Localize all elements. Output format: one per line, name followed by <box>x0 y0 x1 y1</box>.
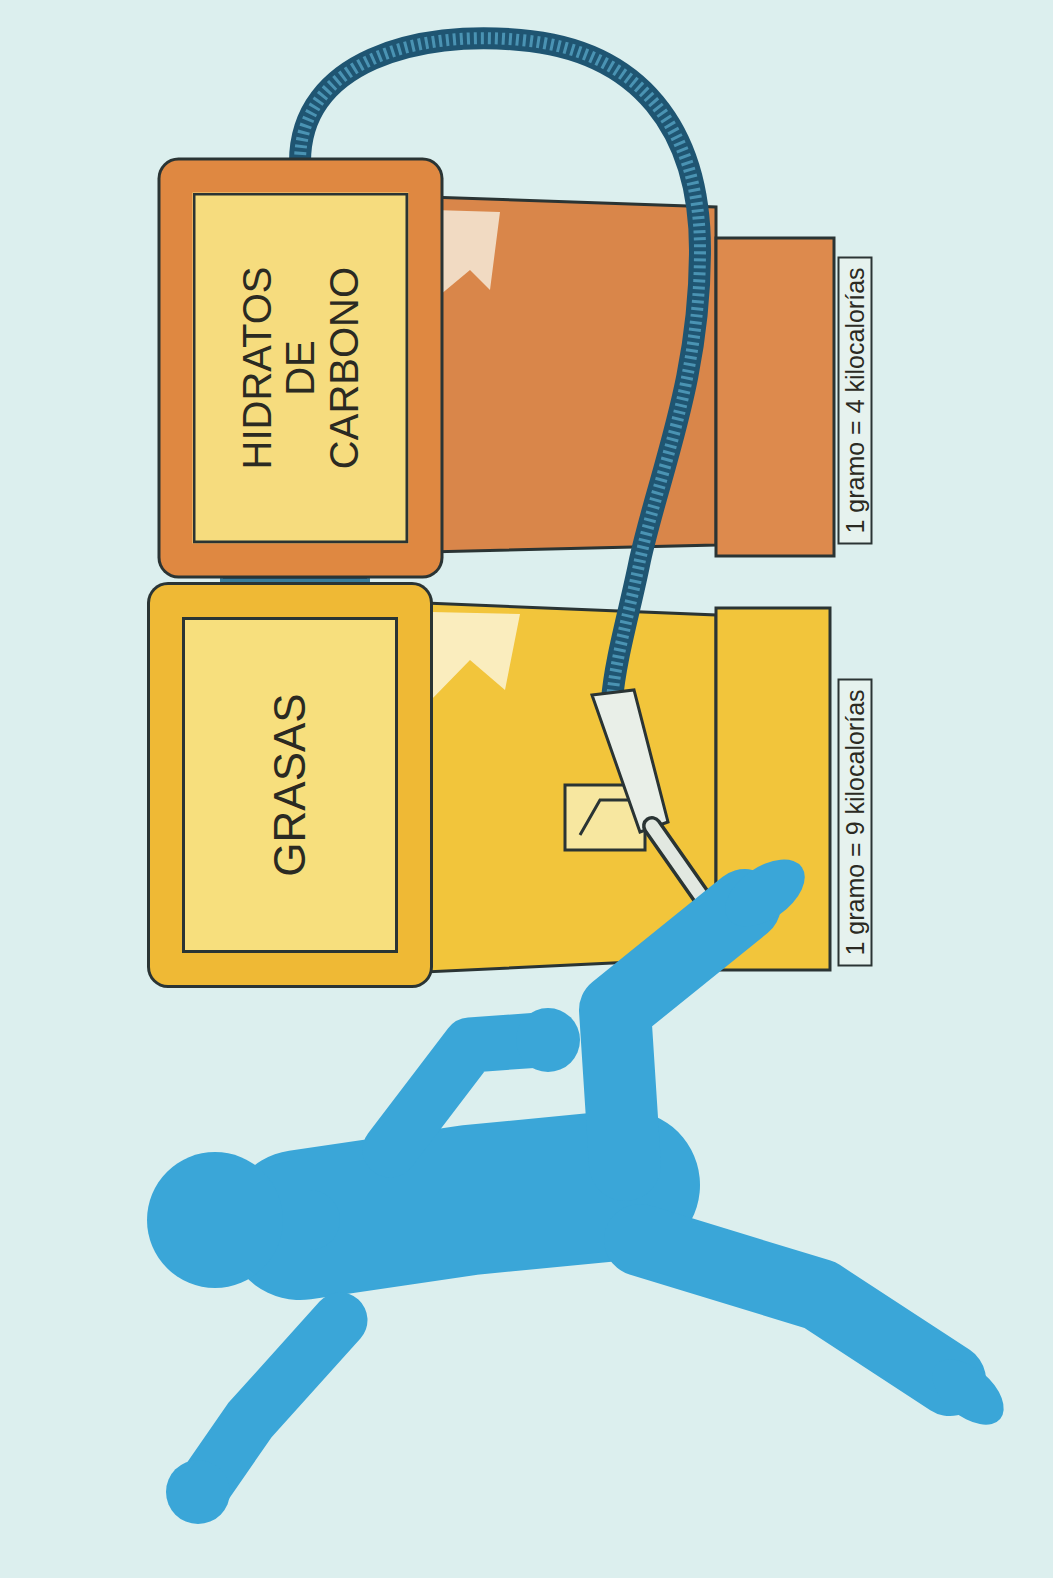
figure-fist <box>516 1008 580 1072</box>
figure-head <box>147 1152 283 1288</box>
figure-torso <box>300 1185 625 1225</box>
tube-rib <box>223 577 367 579</box>
figure-arm <box>390 1040 540 1150</box>
pump-highlight <box>434 210 500 300</box>
pump-base <box>716 238 834 556</box>
tube-rib <box>223 582 367 584</box>
pump-highlight <box>431 612 520 700</box>
energy-value: 1 gramo = 9 kilocalorías <box>842 689 869 955</box>
nozzle-handle <box>592 690 668 832</box>
pump-label: GRASAS <box>266 693 314 876</box>
pump-screen: GRASAS <box>150 585 430 985</box>
pump-body <box>428 197 716 552</box>
nozzle-tip <box>652 826 708 906</box>
human-figure <box>205 905 950 1485</box>
figure-leg <box>615 905 745 1165</box>
nozzle-tip <box>652 826 708 906</box>
figure-arm <box>205 1320 340 1485</box>
energy-value: 1 gramo = 4 kilocalorías <box>842 267 869 533</box>
figure-foot <box>920 1347 1015 1438</box>
pump-label: HIDRATOS DE CARBONO <box>235 243 365 493</box>
pump-screen: HIDRATOS DE CARBONO <box>160 160 440 575</box>
nozzle-holder-mark <box>580 800 630 835</box>
value-box: 1 gramo = 9 kilocalorías <box>838 678 873 966</box>
figure-foot <box>713 846 817 940</box>
value-box: 1 gramo = 4 kilocalorías <box>838 256 873 544</box>
figure-leg <box>640 1240 950 1380</box>
tube-group <box>223 575 367 585</box>
figure-fist <box>166 1460 230 1524</box>
connecting-tube <box>220 575 370 585</box>
pump-body <box>425 603 716 972</box>
